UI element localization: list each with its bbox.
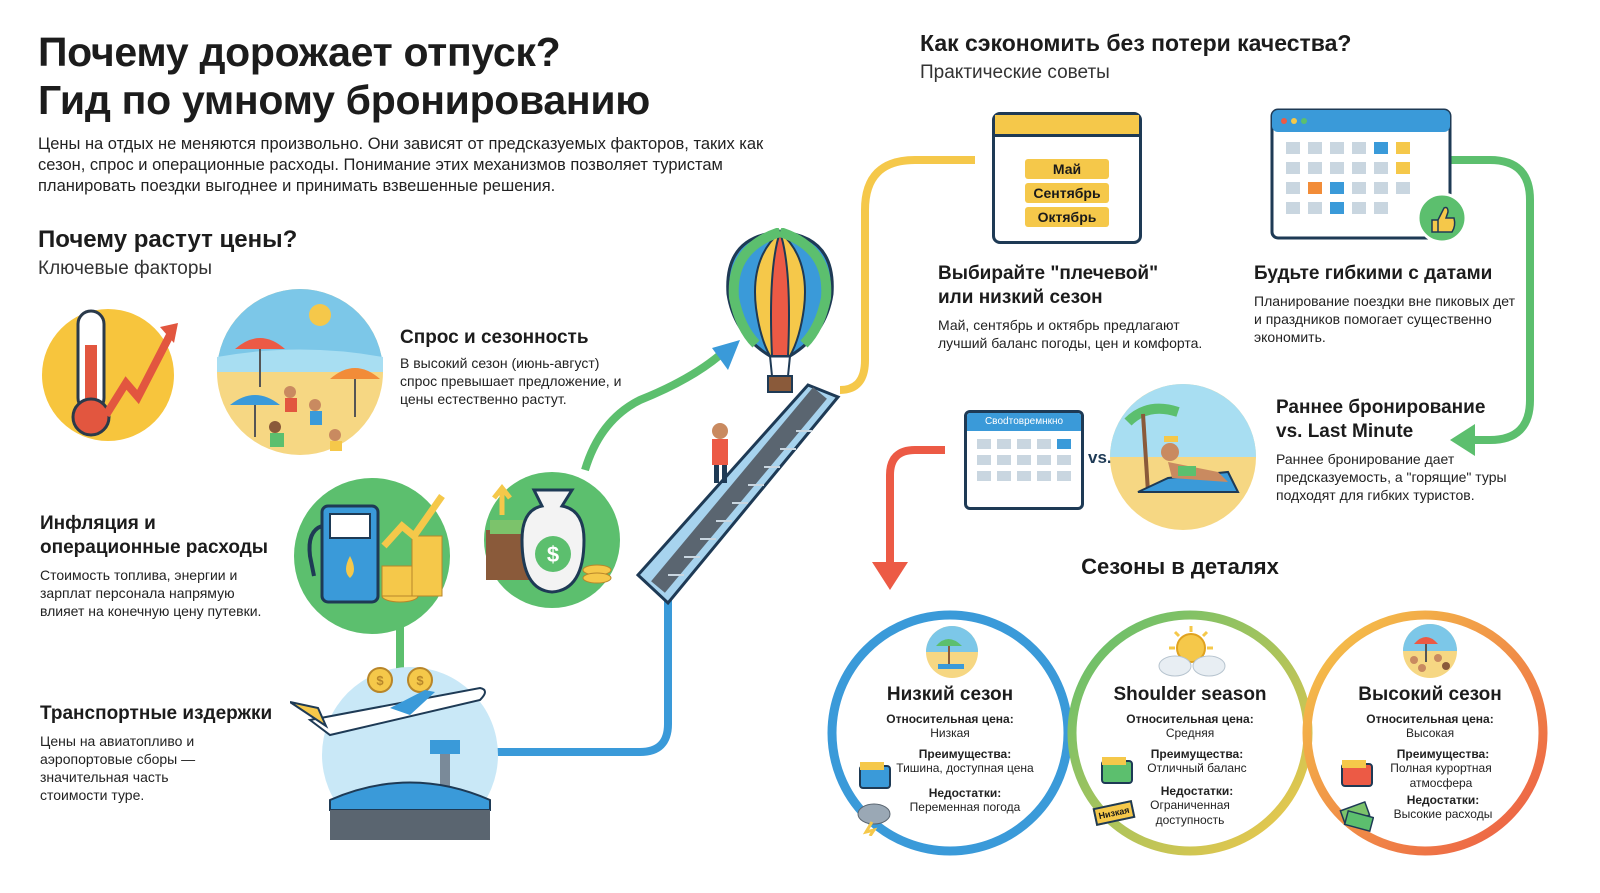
season-title: Shoulder season — [1113, 684, 1267, 705]
flexible-calendar-icon — [1270, 108, 1468, 244]
tip-title: Будьте гибкими с датами — [1254, 263, 1493, 284]
tip-shoulder-season: Выбирайте "плечевой" или низкий сезон Ма… — [938, 262, 1218, 352]
beach-crowd-icon — [217, 289, 383, 455]
intro-text: Цены на отдых не меняются произвольно. О… — [38, 135, 764, 195]
pros-value: Полная курортная атмосфера — [1390, 761, 1492, 790]
money-bag-icon: $ — [484, 472, 620, 608]
season-rings — [827, 610, 1548, 856]
tip-flexible-dates: Будьте гибкими с датами Планирование пое… — [1254, 262, 1544, 346]
factor-text: Стоимость топлива, энергии и зарплат пер… — [40, 567, 262, 619]
arrow-to-seasons — [886, 446, 945, 565]
cons-label: Недостатки: — [928, 786, 1002, 800]
arrow-head-icon — [712, 340, 740, 370]
tips-heading: Как сэкономить без потери качества? — [920, 30, 1352, 56]
factor-text: В высокий сезон (июнь-август) спрос прев… — [400, 355, 622, 407]
storm-cloud-icon — [857, 803, 891, 836]
arrow-head-icon — [872, 562, 908, 590]
factor-title: Спрос и сезонность — [400, 327, 589, 348]
factor-demand: Спрос и сезонность В высокий сезон (июнь… — [400, 326, 640, 408]
factor-text: Цены на авиатопливо и аэропортовые сборы… — [40, 733, 196, 803]
season-title: Высокий сезон — [1358, 684, 1502, 705]
tip-text: Раннее бронирование дает предсказуемость… — [1276, 451, 1507, 503]
factor-title: Транспортные издержки — [40, 703, 273, 724]
calendar-header — [995, 115, 1139, 137]
pros-label: Преимущества: — [1396, 747, 1490, 761]
vs-label: vs. — [1088, 448, 1112, 467]
path-down-right — [1430, 156, 1534, 444]
pros-value: Отличный баланс — [1147, 761, 1247, 775]
hot-air-balloon-icon — [726, 228, 834, 393]
tip-early-booking: Раннее бронирование vs. Last Minute Ранн… — [1276, 396, 1566, 504]
svg-text:$: $ — [416, 673, 424, 688]
svg-text:$: $ — [547, 542, 559, 567]
cons-label: Недостатки: — [1160, 784, 1234, 798]
ring-high-season — [1302, 610, 1548, 856]
season-calendar-icon: Май Сентябрь Октябрь — [992, 112, 1142, 244]
early-booking-calendar-icon: Cвodтoвремнкно — [964, 410, 1084, 510]
crowded-beach-icon — [1403, 624, 1457, 678]
pros-value: Тишина, доступная цена — [896, 761, 1034, 775]
escalator-icon — [635, 383, 841, 606]
cons-value: Высокие расходы — [1393, 807, 1493, 821]
wallet-icon — [859, 762, 891, 789]
season-card-high: Высокий сезон Относительная цена: Высока… — [1330, 684, 1530, 822]
beach-lounger-icon — [1110, 384, 1256, 530]
sun-cloud-icon — [1158, 626, 1226, 677]
price-label: Относительная цена: — [1366, 712, 1494, 726]
fuel-pump-icon — [294, 478, 450, 634]
month-may: Май — [1025, 159, 1109, 179]
thermometer-icon — [42, 309, 178, 441]
season-card-low: Низкий сезон Относительная цена: Низкая … — [855, 684, 1045, 815]
title-line-1: Почему дорожает отпуск? — [38, 29, 561, 75]
tips-subheading: Практические советы — [920, 62, 1110, 83]
cons-value: Ограниченная доступность — [1150, 798, 1230, 827]
price-label: Относительная цена: — [1126, 712, 1254, 726]
factors-heading: Почему растут цены? — [38, 226, 298, 253]
calendar-grid — [967, 431, 1081, 489]
path-to-tips — [839, 156, 975, 394]
tip-text: Май, сентябрь и октябрь предлагают лучши… — [938, 317, 1203, 351]
tip-title: Раннее бронирование vs. Last Minute — [1276, 397, 1486, 442]
pros-label: Преимущества: — [1150, 747, 1244, 761]
page-title: Почему дорожает отпуск? Гид по умному бр… — [38, 28, 858, 124]
svg-text:$: $ — [376, 673, 384, 688]
title-line-2: Гид по умному бронированию — [38, 77, 651, 123]
pros-label: Преимущества: — [918, 747, 1012, 761]
season-card-shoulder: Shoulder season Относительная цена: Сред… — [1093, 684, 1287, 828]
factor-transport: Транспортные издержки Цены на авиатоплив… — [40, 702, 285, 804]
wallet-icon — [1101, 757, 1133, 784]
cons-value: Переменная погода — [909, 800, 1021, 814]
season-title: Низкий сезон — [886, 684, 1014, 705]
factor-title: Инфляция и операционные расходы — [40, 513, 269, 558]
month-september: Сентябрь — [1025, 183, 1109, 203]
price-value: Высокая — [1405, 726, 1455, 740]
arrow-head-icon — [1450, 424, 1475, 456]
wallet-icon — [1341, 760, 1373, 787]
seasons-heading: Сезоны в деталях — [1081, 554, 1279, 579]
tip-title: Выбирайте "плечевой" или низкий сезон — [938, 263, 1159, 308]
factors-subheading: Ключевые факторы — [38, 258, 213, 279]
calm-beach-icon — [926, 626, 978, 678]
price-value: Низкая — [930, 726, 970, 740]
arrow-to-balloon — [581, 351, 723, 472]
month-october: Октябрь — [1025, 207, 1109, 227]
price-value: Средняя — [1165, 726, 1215, 740]
path-plane-to-escalator — [495, 600, 672, 756]
price-label: Относительная цена: — [886, 712, 1014, 726]
tip-text: Планирование поездки вне пиковых дет и п… — [1254, 293, 1516, 345]
airplane-airport-icon: $ $ — [290, 667, 498, 840]
cons-label: Недостатки: — [1406, 793, 1480, 807]
month-list: Май Сентябрь Октябрь — [1025, 159, 1109, 227]
flying-money-icon — [1339, 801, 1374, 832]
calendar-label: Cвodтoвремнкно — [967, 413, 1081, 431]
factor-inflation: Инфляция и операционные расходы Стоимост… — [40, 512, 280, 620]
